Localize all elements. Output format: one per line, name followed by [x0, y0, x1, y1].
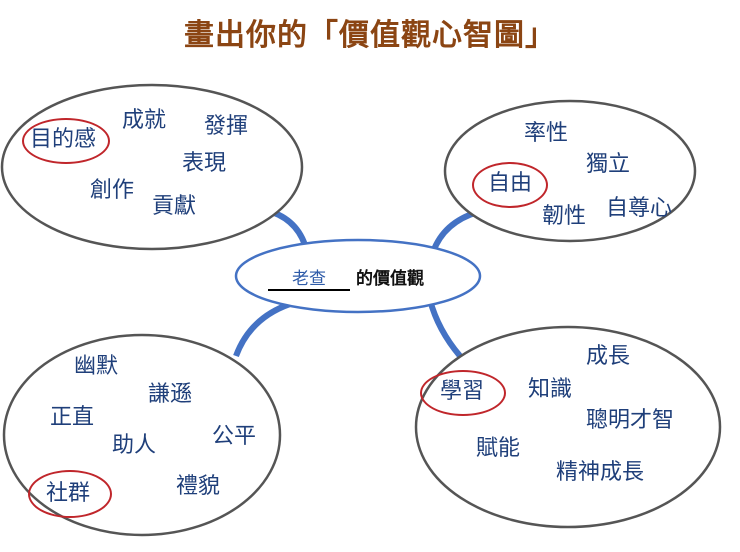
value-word: 率性	[524, 121, 569, 146]
highlight-circle-freedom	[472, 162, 548, 208]
value-word: 發揮	[204, 114, 249, 139]
cluster-bottom-right-ellipse	[414, 325, 722, 529]
value-word: 正直	[50, 405, 95, 430]
value-word: 知識	[528, 377, 573, 402]
highlight-circle-community	[28, 470, 112, 518]
value-word: 精神成長	[556, 460, 645, 485]
connector-bottom-right	[427, 299, 463, 358]
highlight-circle-learning	[420, 370, 506, 416]
connector-bottom-left	[233, 301, 292, 358]
value-word: 聰明才智	[586, 408, 675, 433]
center-ellipse	[234, 238, 482, 314]
value-word: 成長	[586, 344, 631, 369]
value-word: 賦能	[476, 436, 521, 461]
value-word: 幽默	[74, 354, 119, 379]
value-word: 學習	[440, 379, 485, 404]
connector-top-right	[430, 209, 479, 254]
page-title: 畫出你的「價值觀心智圖」	[184, 18, 556, 53]
value-word: 社群	[46, 481, 91, 506]
value-word: 目的感	[30, 127, 97, 152]
center-name: 老查	[268, 264, 350, 291]
value-word: 創作	[90, 178, 135, 203]
value-word: 助人	[112, 433, 157, 458]
value-word: 獨立	[586, 152, 631, 177]
center-label: 老查的價值觀	[268, 264, 468, 291]
value-word: 貢獻	[152, 194, 197, 219]
value-word: 公平	[212, 424, 257, 449]
value-word: 自尊心	[606, 196, 673, 221]
value-word: 韌性	[542, 204, 587, 229]
center-suffix: 的價值觀	[356, 269, 424, 289]
value-word: 表現	[182, 151, 227, 176]
value-word: 謙遜	[148, 382, 193, 407]
highlight-circle-purpose	[22, 118, 110, 164]
value-word: 禮貌	[176, 474, 221, 499]
value-word: 自由	[488, 171, 533, 196]
value-word: 成就	[122, 108, 167, 133]
